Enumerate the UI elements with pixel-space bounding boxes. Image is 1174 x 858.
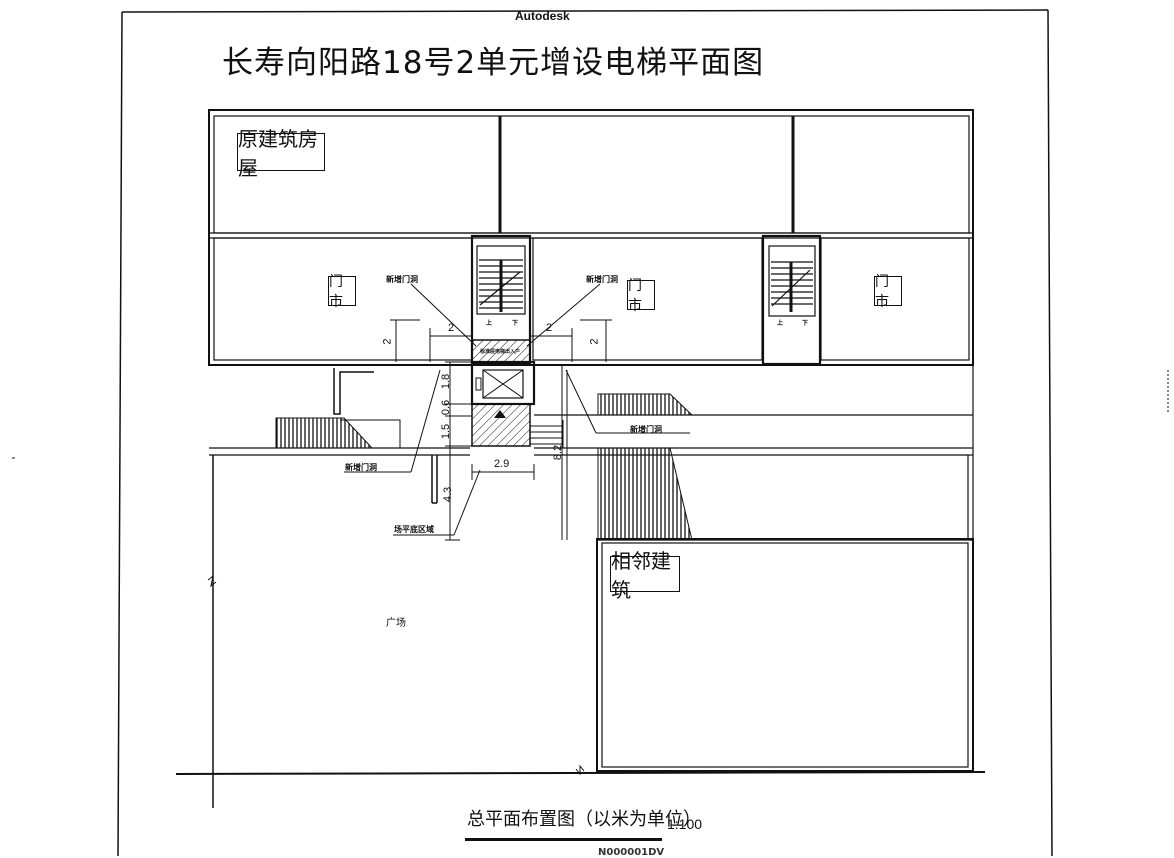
stairwell-2	[761, 234, 822, 366]
autodesk-brand: Autodesk	[515, 9, 570, 23]
elevator-landing-hatch	[471, 403, 531, 447]
elevator-entrance-label: 标准层电梯出入户	[480, 349, 521, 355]
subtitle-underline	[465, 838, 662, 841]
stair-up-label-2: 上	[777, 320, 784, 327]
new-door-label-3: 新增门洞	[630, 425, 662, 434]
edge-ticks	[12, 370, 1169, 459]
dim-2-right-horizontal: 2	[546, 322, 553, 334]
new-door-label-4: 新增门洞	[345, 463, 377, 472]
stair-down-label-1: 下	[512, 320, 519, 327]
level-area-label: 场平底区域	[394, 525, 434, 534]
break-marks	[207, 574, 585, 776]
plaza-label: 广场	[386, 618, 406, 629]
drawing-scale: 1:100	[667, 816, 703, 832]
stair-down-label-2: 下	[802, 320, 809, 327]
dim-4-3: 4.3	[442, 486, 455, 503]
adjacent-building-label: 相邻建筑	[610, 549, 680, 602]
dim-1-8: 1.8	[440, 373, 453, 390]
dim-2-left-horizontal: 2	[448, 322, 455, 334]
dim-2-left-vertical: 2	[381, 338, 394, 345]
cut-off-drawing-number: N000001DV	[598, 847, 665, 858]
shop-label-3: 门市	[874, 274, 902, 310]
new-door-label-1: 新增门洞	[386, 275, 418, 284]
stairwell-1	[470, 234, 532, 366]
dim-0-6: 0.6	[440, 399, 453, 416]
dim-2-right-vertical: 2	[588, 338, 601, 345]
sheet-border	[117, 9, 1053, 856]
dim-1-5: 1.5	[440, 423, 453, 440]
right-exterior-stair	[597, 393, 694, 541]
drawing-subtitle: 总平面布置图（以米为单位）	[467, 809, 701, 830]
original-building-label: 原建筑房屋	[237, 127, 325, 180]
dimension-lines	[344, 283, 690, 541]
stair-up-label-1: 上	[486, 320, 493, 327]
entrance-steps	[530, 420, 564, 448]
dim-2-9: 2.9	[494, 458, 510, 470]
shop-label-2: 门市	[627, 278, 655, 314]
dim-8-2: 8.2	[552, 444, 565, 461]
shop-label-1: 门市	[328, 274, 356, 310]
elevator-car	[470, 360, 536, 406]
new-door-label-2: 新增门洞	[586, 275, 618, 284]
left-exterior-stair	[275, 417, 374, 449]
adjacent-building	[596, 538, 974, 772]
drawing-main-title: 长寿向阳路18号2单元增设电梯平面图	[222, 45, 765, 81]
